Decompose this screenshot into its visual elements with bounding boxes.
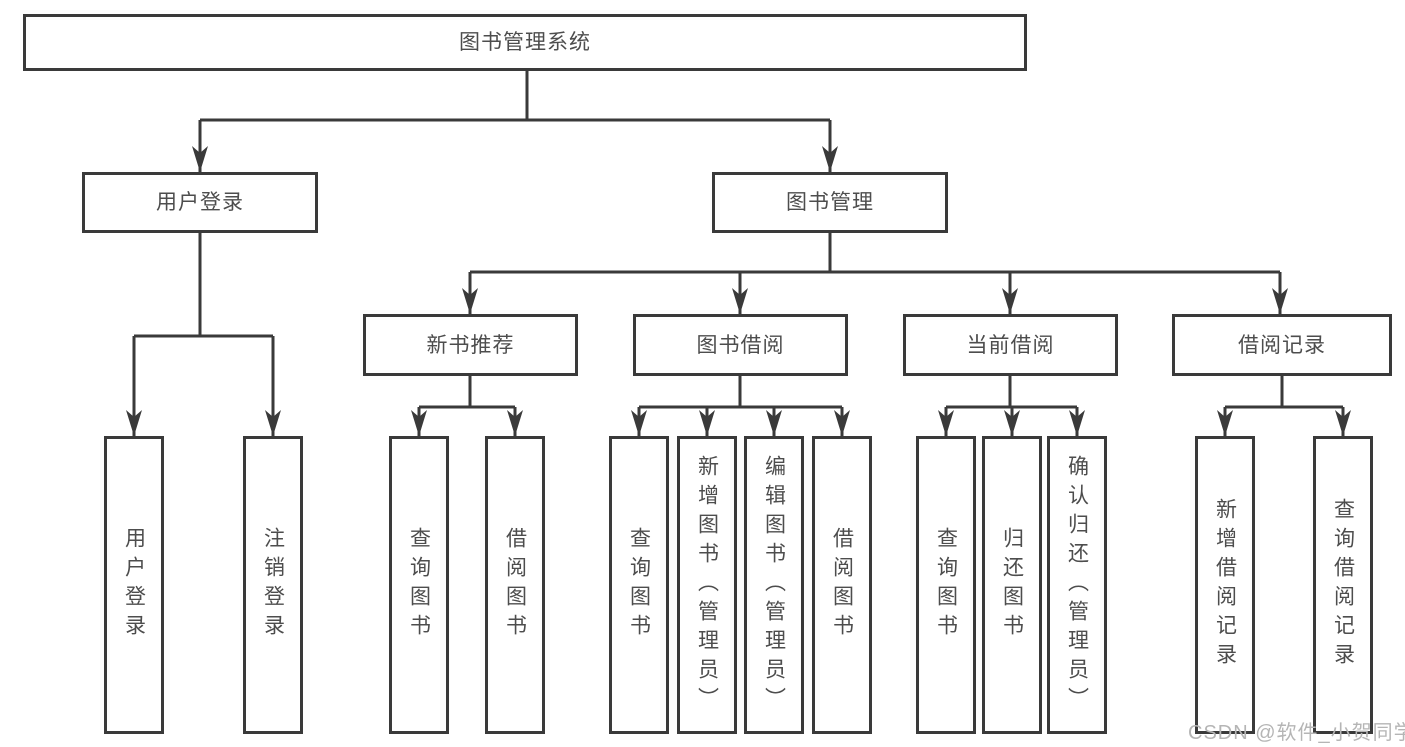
- leaf-current-confirm-return-admin: 确认归还（管理员）: [1047, 436, 1107, 734]
- branch-user-login-label: 用户登录: [156, 191, 244, 214]
- leaf-current-confirm-return-admin-label: 确认归还（管理员）: [1065, 454, 1089, 716]
- leaf-records-query-record: 查询借阅记录: [1313, 436, 1373, 734]
- leaf-newbook-query-books-label: 查询图书: [407, 527, 431, 643]
- node-book-borrow: 图书借阅: [633, 314, 848, 376]
- leaf-current-query-books-label: 查询图书: [934, 527, 958, 643]
- node-new-book-recommend-label: 新书推荐: [426, 333, 515, 357]
- node-borrow-records: 借阅记录: [1172, 314, 1392, 376]
- leaf-records-query-record-label: 查询借阅记录: [1331, 498, 1355, 672]
- branch-book-management-label: 图书管理: [786, 191, 874, 214]
- leaf-records-add-record: 新增借阅记录: [1195, 436, 1255, 734]
- leaf-borrow-query-books-label: 查询图书: [627, 527, 651, 643]
- leaf-borrow-borrow-books-label: 借阅图书: [830, 527, 854, 643]
- leaf-borrow-add-books-admin-label: 新增图书（管理员）: [695, 454, 719, 716]
- node-current-borrow: 当前借阅: [903, 314, 1118, 376]
- leaf-logout: 注销登录: [243, 436, 303, 734]
- branch-book-management: 图书管理: [712, 172, 948, 233]
- leaf-borrow-edit-books-admin: 编辑图书（管理员）: [744, 436, 804, 734]
- leaf-newbook-query-books: 查询图书: [389, 436, 449, 734]
- node-borrow-records-label: 借阅记录: [1238, 333, 1326, 357]
- leaf-newbook-borrow-books-label: 借阅图书: [503, 527, 527, 643]
- root-node-label: 图书管理系统: [459, 31, 591, 54]
- node-new-book-recommend: 新书推荐: [363, 314, 578, 376]
- leaf-borrow-query-books: 查询图书: [609, 436, 669, 734]
- leaf-newbook-borrow-books: 借阅图书: [485, 436, 545, 734]
- leaf-current-return-books: 归还图书: [982, 436, 1042, 734]
- csdn-watermark: CSDN @软件_小贺同学: [1188, 722, 1405, 744]
- leaf-current-return-books-label: 归还图书: [1000, 527, 1024, 643]
- leaf-user-login-label: 用户登录: [122, 527, 146, 643]
- node-book-borrow-label: 图书借阅: [696, 333, 785, 357]
- leaf-borrow-edit-books-admin-label: 编辑图书（管理员）: [762, 454, 786, 716]
- node-current-borrow-label: 当前借阅: [966, 333, 1055, 357]
- leaf-records-add-record-label: 新增借阅记录: [1213, 498, 1237, 672]
- branch-user-login: 用户登录: [82, 172, 318, 233]
- leaf-current-query-books: 查询图书: [916, 436, 976, 734]
- leaf-user-login: 用户登录: [104, 436, 164, 734]
- leaf-logout-label: 注销登录: [261, 527, 285, 643]
- leaf-borrow-add-books-admin: 新增图书（管理员）: [677, 436, 737, 734]
- leaf-borrow-borrow-books: 借阅图书: [812, 436, 872, 734]
- root-node: 图书管理系统: [23, 14, 1027, 71]
